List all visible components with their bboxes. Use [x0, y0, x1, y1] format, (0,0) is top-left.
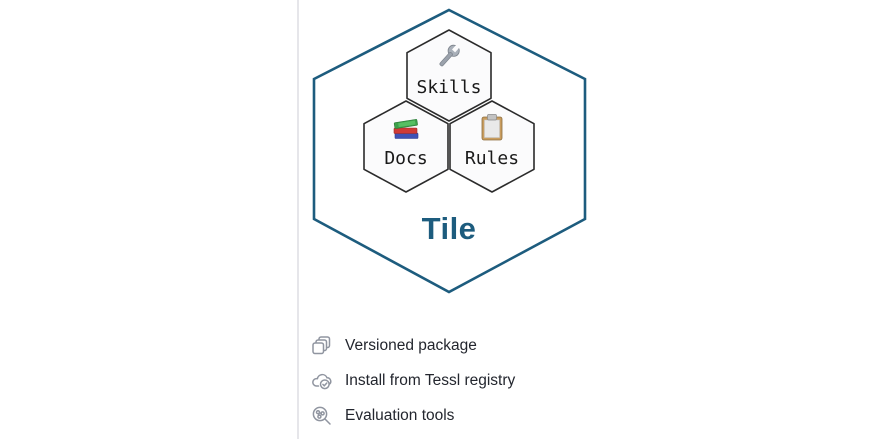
evaluation-icon [312, 406, 331, 425]
feature-row-evaluation-tools: Evaluation tools [310, 404, 515, 428]
feature-label: Versioned package [345, 337, 477, 354]
feature-list: Versioned package Install from Tessl reg… [310, 334, 515, 428]
feature-row-versioned-package: Versioned package [310, 334, 515, 358]
diagram-title: Tile [422, 211, 477, 246]
wrench-icon [439, 43, 461, 67]
books-icon [393, 119, 419, 139]
clipboard-icon [481, 114, 503, 141]
docs-hexagon [363, 100, 449, 193]
feature-row-install-registry: Install from Tessl registry [310, 369, 515, 393]
rules-hexagon [449, 100, 535, 193]
rules-label: Rules [465, 148, 519, 169]
column-divider [297, 0, 299, 439]
feature-label: Install from Tessl registry [345, 372, 516, 389]
feature-label: Evaluation tools [345, 407, 455, 424]
skills-hexagon [406, 29, 492, 122]
skills-label: Skills [416, 77, 481, 98]
versions-icon [312, 336, 331, 355]
cloud-install-icon [312, 373, 332, 390]
docs-label: Docs [384, 148, 427, 169]
